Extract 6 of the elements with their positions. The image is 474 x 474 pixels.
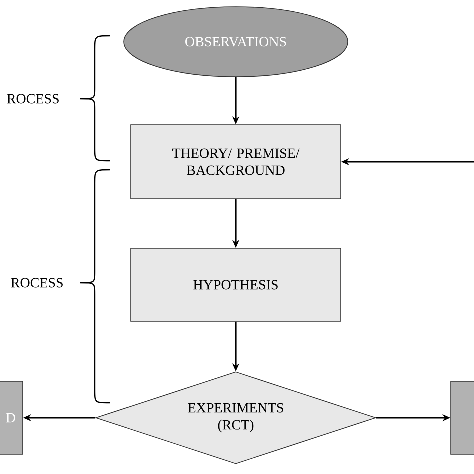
outcome-box: D (0, 381, 24, 455)
side-label: ROCESS (7, 94, 59, 104)
outcome-box (450, 381, 474, 455)
process-box: THEORY/ PREMISE/ BACKGROUND (130, 124, 342, 200)
side-label: ROCESS (11, 278, 63, 288)
process-box: HYPOTHESIS (130, 248, 342, 322)
